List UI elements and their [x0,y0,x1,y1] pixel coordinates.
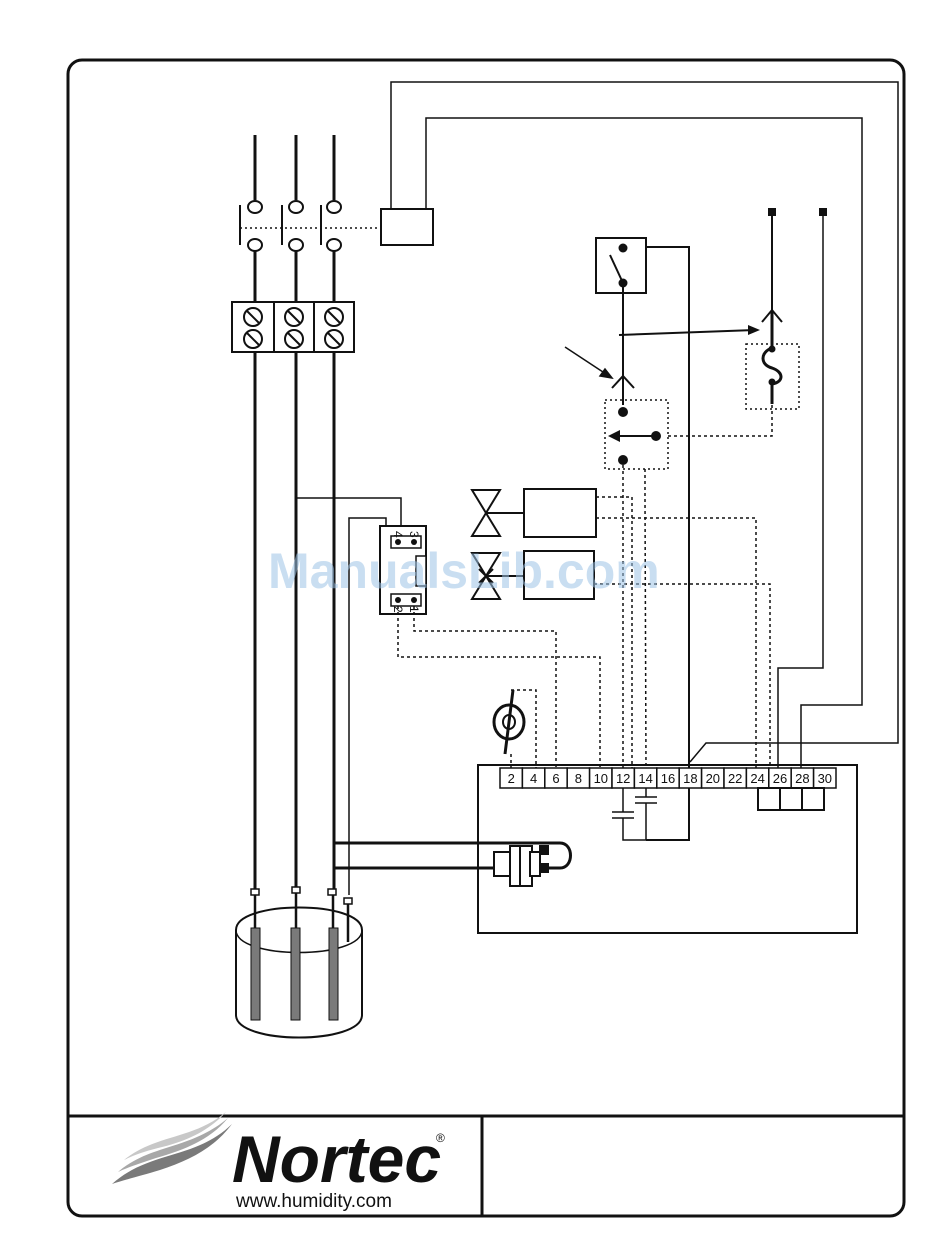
contactor-to-terminal-wires [255,251,334,302]
terminal-label-24: 24 [750,771,764,786]
terminal-label-8: 8 [575,771,582,786]
terminal-label-2: 2 [508,771,515,786]
main-contactor [240,201,341,251]
switch-arrowhead [748,325,760,335]
relay-pin-3: 3 [407,531,421,538]
current-transformer [494,843,571,886]
logo-swoosh [112,1124,232,1184]
power-supply-lines [255,135,334,200]
external-terminals [768,208,827,768]
terminal-label-26: 26 [773,771,787,786]
terminal-label-22: 22 [728,771,742,786]
ct-lead [334,868,494,890]
terminal-label-10: 10 [594,771,608,786]
terminal-label-16: 16 [661,771,675,786]
terminal-label-30: 30 [818,771,832,786]
terminal-label-28: 28 [795,771,809,786]
auxiliary-relay-blocks [758,788,824,810]
terminal-label-14: 14 [638,771,652,786]
watermark: ManualsLib.com [268,543,660,599]
capacitors [612,788,657,840]
nortec-logo: Nortec ® www.humidity.com [112,1112,445,1212]
page-frame [68,60,904,1216]
website-url: www.humidity.com [235,1191,392,1212]
leader-arrow [565,347,612,378]
relay-arrowhead [608,430,620,442]
thermal-element [763,312,781,404]
contactor-coil [381,209,433,245]
relay-pin-4: 4 [391,531,405,538]
brand-name: Nortec [232,1122,441,1196]
terminal-label-18: 18 [683,771,697,786]
terminal-label-6: 6 [552,771,559,786]
terminal-label-4: 4 [530,771,537,786]
terminal-label-12: 12 [616,771,630,786]
electrode-power-leads [255,352,545,890]
current-sensor [494,690,524,768]
contactor-coil-wiring [391,82,898,768]
terminal-label-20: 20 [706,771,720,786]
power-terminal-block [232,302,354,352]
fill-valve [472,489,596,537]
on-off-switch [596,238,646,293]
registered-mark: ® [436,1131,445,1145]
